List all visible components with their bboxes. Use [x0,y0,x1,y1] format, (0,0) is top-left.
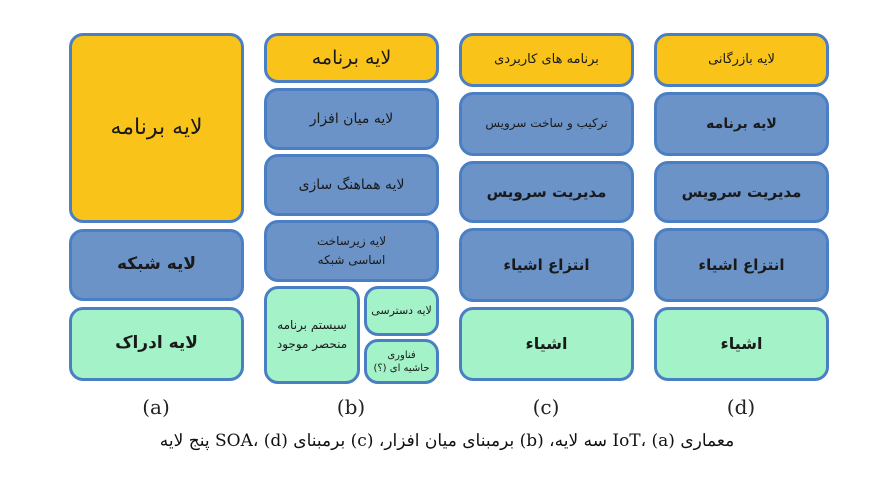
c-service-management-text: مدیریت سرویس [486,183,607,201]
label-c: (c) [532,395,560,419]
b-coordination-layer-text: لایه هماهنگ سازی [298,176,405,193]
c-service-composition: ترکیب و ساخت سرویس [459,92,634,156]
a-application-layer-text: لایه برنامه [110,115,203,141]
b-middleware-layer-text: لایه میان افزار [309,110,394,127]
c-applications: برنامه های کاربردی [459,33,634,87]
c-service-composition-text: ترکیب و ساخت سرویس [485,116,608,131]
label-a: (a) [142,395,170,419]
b-backbone-line1: لایه زیرساخت [316,233,387,248]
c-objects: اشیاء [459,307,634,381]
d-objects: اشیاء [654,307,829,381]
a-perception-layer: لایه ادراک [69,307,244,381]
a-application-layer: لایه برنامه [69,33,244,223]
d-object-abstraction-text: انتزاع اشیاء [698,256,785,274]
b-existing-line2: منحصر موجود [276,337,348,351]
d-business-layer: لایه بازرگانی [654,33,829,87]
b-access-layer-text: لایه دسترسی [371,304,432,318]
b-edge-technology: فناوری حاشیه ای (؟) [364,339,439,384]
b-middleware-layer: لایه میان افزار [264,88,439,150]
b-existing-system: سیستم برنامه منحصر موجود [264,286,360,384]
b-application-layer-text: لایه برنامه [311,46,392,69]
c-applications-text: برنامه های کاربردی [494,51,599,67]
b-access-layer: لایه دسترسی [364,286,439,336]
label-d: (d) [726,395,756,419]
b-edge-line1: فناوری [387,349,416,361]
d-object-abstraction: انتزاع اشیاء [654,228,829,302]
d-service-management: مدیریت سرویس [654,161,829,223]
a-network-layer-text: لایه شبکه [116,254,197,275]
c-object-abstraction: انتزاع اشیاء [459,228,634,302]
b-edge-line2: حاشیه ای (؟) [373,362,430,374]
c-object-abstraction-text: انتزاع اشیاء [503,256,590,274]
d-service-management-text: مدیریت سرویس [681,183,802,201]
a-network-layer: لایه شبکه [69,229,244,301]
b-application-layer: لایه برنامه [264,33,439,83]
b-backbone-line2: اساسی شبکه [317,253,386,267]
d-business-layer-text: لایه بازرگانی [708,51,775,67]
c-objects-text: اشیاء [525,334,568,354]
figure-caption: معماری IoT، (a) سه لایه، (b) برمبنای میا… [159,431,735,451]
b-coordination-layer: لایه هماهنگ سازی [264,154,439,216]
c-service-management: مدیریت سرویس [459,161,634,223]
d-application-layer-text: لایه برنامه [706,115,777,132]
label-b: (b) [336,395,366,419]
a-perception-layer-text: لایه ادراک [115,333,198,354]
b-existing-line1: سیستم برنامه [277,317,347,332]
d-application-layer: لایه برنامه [654,92,829,156]
b-backbone-network-layer: لایه زیرساخت اساسی شبکه [264,220,439,282]
d-objects-text: اشیاء [720,334,763,354]
